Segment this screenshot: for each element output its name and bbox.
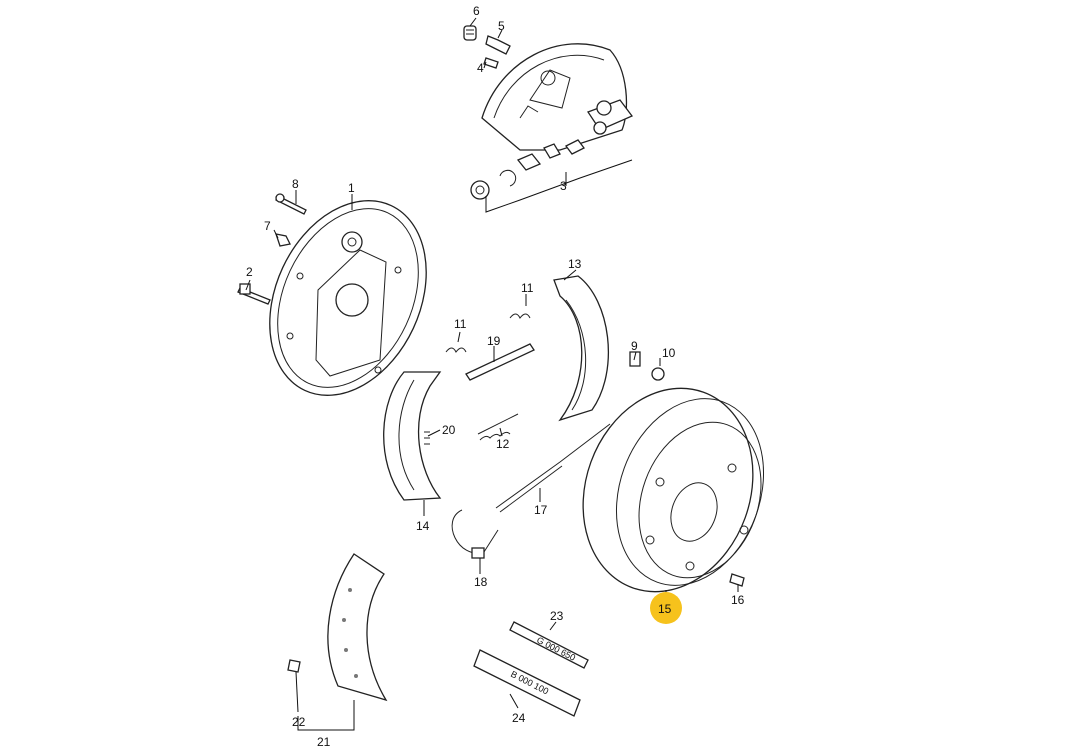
brake-shoe-14 (553, 275, 610, 422)
tube-23-code: G 000 650 (535, 635, 577, 663)
callout-8[interactable]: 8 (292, 177, 299, 191)
handbrake-cable (495, 423, 611, 513)
callout-22[interactable]: 22 (292, 715, 306, 729)
callout-5[interactable]: 5 (498, 19, 505, 33)
callout-4[interactable]: 4 (477, 61, 484, 75)
upper-backing-plate (481, 43, 628, 151)
drum-bolt (729, 573, 745, 587)
brake-drum (582, 387, 765, 593)
callout-18[interactable]: 18 (474, 575, 488, 589)
callout-10[interactable]: 10 (662, 346, 676, 360)
wheel-cylinder (470, 99, 634, 200)
highlight-marker-15 (650, 592, 682, 624)
brake-shoe-13 (383, 371, 442, 501)
clip-end (471, 547, 485, 559)
callout-labels[interactable]: 6 5 4 8 1 7 2 3 13 11 11 19 9 10 20 12 1… (246, 4, 745, 748)
callout-14[interactable]: 13 (568, 257, 582, 271)
callout-19[interactable]: 19 (487, 334, 501, 348)
callout-21[interactable]: 21 (317, 735, 331, 748)
callout-11-upper[interactable]: 11 (521, 281, 534, 295)
callout-12[interactable]: 12 (496, 437, 510, 451)
brake-lining-21 (327, 553, 388, 702)
backing-plate (269, 200, 427, 396)
rivet-22 (287, 659, 301, 673)
callout-20[interactable]: 20 (442, 423, 456, 437)
callout-24[interactable]: 24 (512, 711, 526, 725)
callout-1[interactable]: 1 (348, 181, 355, 195)
callout-6[interactable]: 6 (473, 4, 480, 18)
bleeder-parts (463, 25, 511, 69)
retaining-clip (451, 509, 499, 554)
leader-lines (245, 17, 739, 731)
callout-23[interactable]: 23 (550, 609, 564, 623)
callout-9[interactable]: 9 (631, 339, 638, 353)
callout-3[interactable]: 3 (560, 179, 567, 193)
grease-tube-24: B 000 100 (473, 649, 581, 717)
grease-tube-23: G 000 650 (509, 621, 589, 669)
plate-fasteners (237, 193, 307, 305)
callout-17[interactable]: 17 (534, 503, 548, 517)
callout-2[interactable]: 2 (246, 265, 253, 279)
callout-7[interactable]: 7 (264, 219, 271, 233)
callout-11-lower[interactable]: 11 (454, 317, 467, 331)
callout-15[interactable]: 15 (658, 602, 672, 616)
springs-and-adjuster (424, 313, 665, 445)
callout-16[interactable]: 16 (731, 593, 745, 607)
callout-13[interactable]: 14 (416, 519, 430, 533)
